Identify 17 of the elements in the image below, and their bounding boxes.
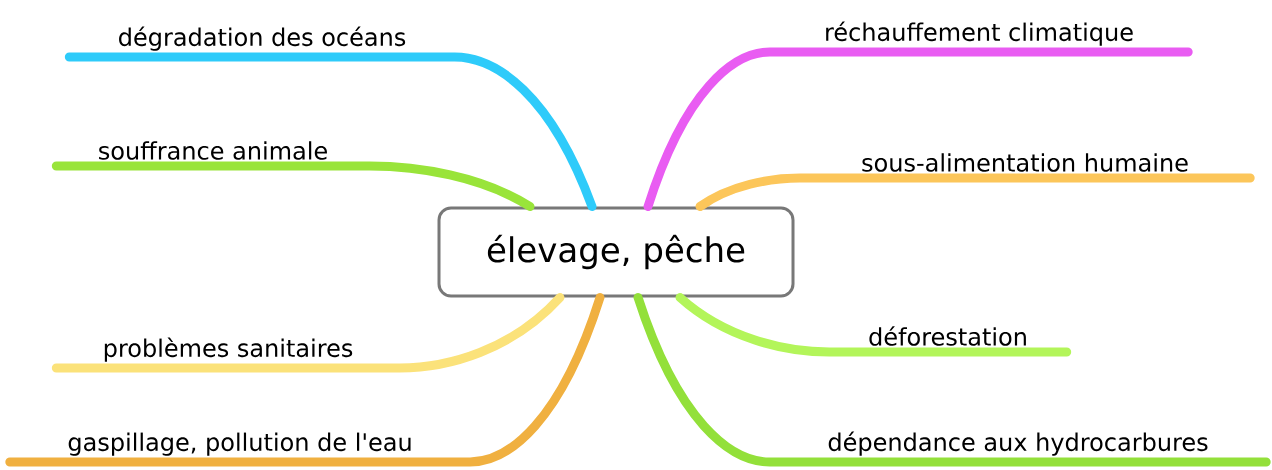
branch-label: sous-alimentation humaine [862, 153, 1188, 172]
branch-line [675, 293, 1072, 357]
branch-line [64, 52, 597, 211]
branch-line [51, 293, 565, 373]
branch-label: souffrance animale [99, 141, 327, 160]
topic-box: élevage, pêche [437, 206, 795, 298]
branch-label: réchauffement climatique [826, 21, 1133, 46]
branch-line [51, 161, 535, 211]
branch-label: gaspillage, pollution de l'eau [68, 432, 411, 456]
branch-label: dégradation des océans [119, 26, 406, 51]
branch-line [695, 173, 1255, 211]
branch-label: déforestation [869, 326, 1026, 346]
branch-line [643, 47, 1193, 211]
branch-label: problèmes sanitaires [104, 337, 353, 362]
branch-line [633, 293, 1271, 467]
branch-label: dépendance aux hydrocarbures [828, 431, 1208, 456]
branch-line [5, 293, 605, 467]
